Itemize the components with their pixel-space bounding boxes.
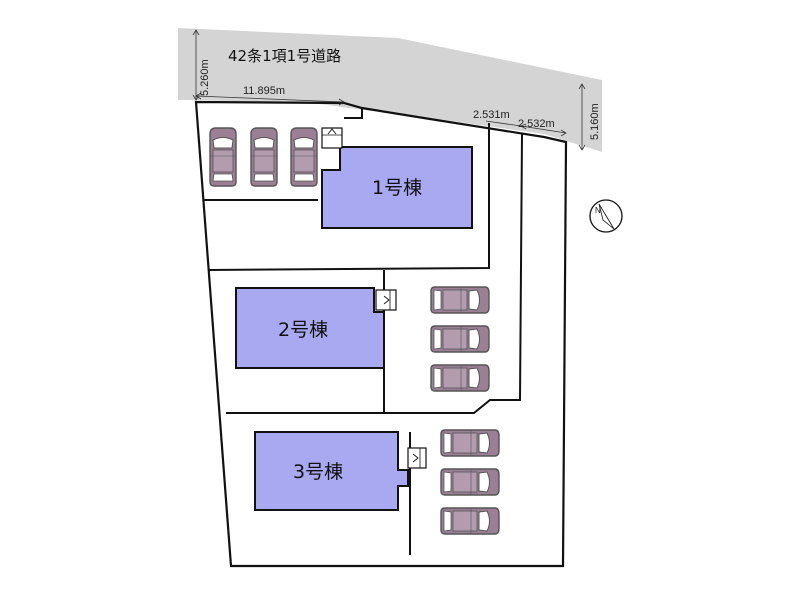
north-arrow-icon: N (589, 199, 623, 233)
entrance-marker-1 (321, 127, 343, 149)
dimension-lines (192, 29, 586, 151)
building-2 (235, 287, 385, 369)
building-3 (254, 431, 409, 511)
north-letter: N (595, 206, 601, 215)
building-3-label: 3号棟 (293, 461, 343, 483)
entrance-marker-3 (407, 447, 427, 469)
dimension-lane-a: 2.531m (473, 109, 510, 121)
car-icon (440, 507, 500, 535)
car-icon (440, 468, 500, 496)
car-icon (209, 127, 237, 187)
car-icon (290, 127, 318, 187)
parking-lot-1 (209, 127, 318, 187)
road-label: 42条1項1号道路 (228, 47, 341, 65)
dimension-road-depth-right: 5.160m (589, 103, 601, 140)
dimension-road-depth-left: 5.260m (199, 59, 211, 96)
lot-partition-3 (207, 123, 490, 271)
car-icon (430, 325, 490, 353)
car-icon (250, 127, 278, 187)
car-icon (440, 429, 500, 457)
entrance-marker-2 (375, 289, 397, 311)
building-1-label: 1号棟 (372, 177, 422, 199)
building-2-label: 2号棟 (278, 319, 328, 341)
lot-partition-1 (344, 108, 363, 119)
dimension-lane-b: 2.532m (518, 118, 555, 130)
car-icon (430, 286, 490, 314)
lot-boundary (194, 100, 568, 568)
car-icon (430, 364, 490, 392)
lot-partition-5 (384, 133, 523, 414)
building-1 (321, 146, 473, 229)
dimension-frontage: 11.895m (243, 85, 285, 97)
road-area (178, 28, 602, 152)
parking-lot-3 (440, 429, 500, 535)
parking-lot-2 (430, 286, 490, 392)
